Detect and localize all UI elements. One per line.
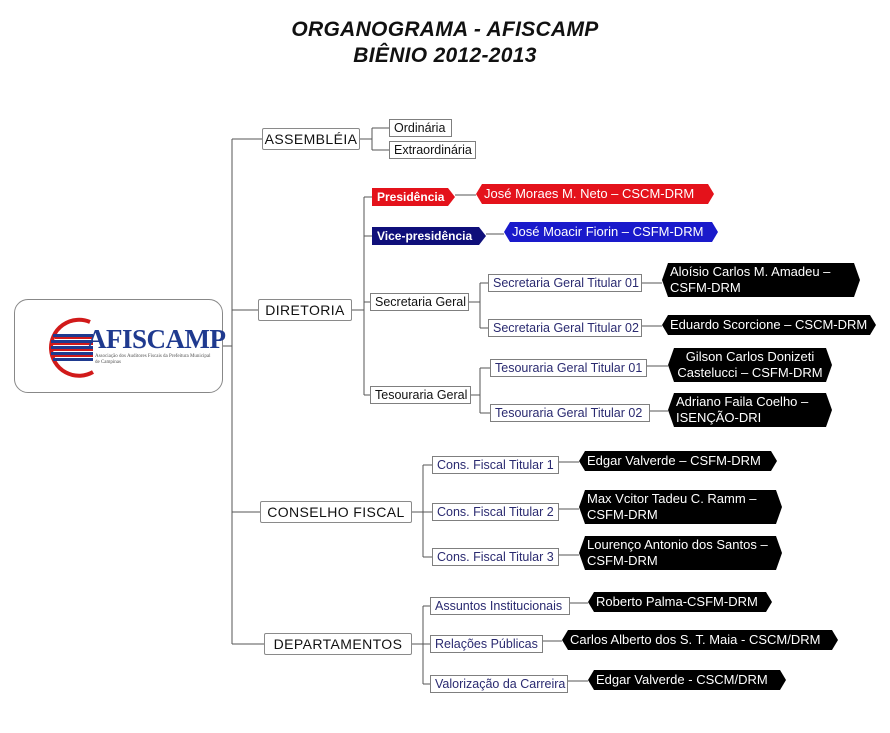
person-line1: Adriano Faila Coelho – <box>676 394 809 410</box>
secretaria-titular-02-person: Eduardo Scorcione – CSCM-DRM <box>662 315 876 335</box>
secretaria-titular-01-person: Aloísio Carlos M. Amadeu – CSFM-DRM <box>662 263 860 297</box>
relacoes-publicas-person: Carlos Alberto dos S. T. Maia - CSCM/DRM <box>562 630 838 650</box>
chart-title-line1: ORGANOGRAMA - AFISCAMP <box>291 18 599 41</box>
valorizacao-da-carreira: Valorização da Carreira <box>430 675 568 693</box>
extraordinaria-node: Extraordinária <box>389 141 476 159</box>
tesouraria-titular-02-person: Adriano Faila Coelho – ISENÇÃO-DRI <box>668 393 832 427</box>
cons-fiscal-titular-2-person: Max Vcitor Tadeu C. Ramm – CSFM-DRM <box>579 490 782 524</box>
tesouraria-geral-node: Tesouraria Geral <box>370 386 471 404</box>
logo-emblem-icon <box>49 317 94 378</box>
person-line2: CSFM-DRM <box>587 553 658 568</box>
person-line2: Castelucci – CSFM-DRM <box>677 365 823 380</box>
cons-fiscal-titular-2: Cons. Fiscal Titular 2 <box>432 503 559 521</box>
diretoria-node: DIRETORIA <box>258 299 352 321</box>
assuntos-institucionais: Assuntos Institucionais <box>430 597 570 615</box>
relacoes-publicas: Relações Públicas <box>430 635 543 653</box>
person-line1: Gilson Carlos Donizeti <box>685 349 815 365</box>
person-line1: Aloísio Carlos M. Amadeu – <box>670 264 831 280</box>
person-line2: ISENÇÃO-DRI <box>676 410 762 425</box>
cons-fiscal-titular-1-person: Edgar Valverde – CSFM-DRM <box>579 451 777 471</box>
secretaria-titular-01: Secretaria Geral Titular 01 <box>488 274 642 292</box>
tesouraria-titular-01-person: Gilson Carlos Donizeti Castelucci – CSFM… <box>668 348 832 382</box>
departamentos-node: DEPARTAMENTOS <box>264 633 412 655</box>
vice-presidencia-person: José Moacir Fiorin – CSFM-DRM <box>504 222 718 242</box>
valorizacao-da-carreira-person: Edgar Valverde - CSCM/DRM <box>588 670 786 690</box>
logo-subtitle: Associação dos Auditores Fiscais da Pref… <box>95 354 211 365</box>
secretaria-titular-02: Secretaria Geral Titular 02 <box>488 319 642 337</box>
person-line2: CSFM-DRM <box>670 280 741 295</box>
presidencia-person: José Moraes M. Neto – CSCM-DRM <box>476 184 714 204</box>
tesouraria-titular-01: Tesouraria Geral Titular 01 <box>490 359 647 377</box>
logo-name: AFISCAMP <box>87 324 226 354</box>
conselho-fiscal-node: CONSELHO FISCAL <box>260 501 412 523</box>
person-line2: CSFM-DRM <box>587 507 658 522</box>
secretaria-geral-node: Secretaria Geral <box>370 293 469 311</box>
cons-fiscal-titular-3: Cons. Fiscal Titular 3 <box>432 548 559 566</box>
person-line1: Max Vcitor Tadeu C. Ramm – <box>587 491 757 507</box>
vice-presidencia-header: Vice-presidência <box>372 227 486 245</box>
ordinaria-node: Ordinária <box>389 119 452 137</box>
cons-fiscal-titular-1: Cons. Fiscal Titular 1 <box>432 456 559 474</box>
afiscamp-logo: AFISCAMP Associação dos Auditores Fiscai… <box>14 299 226 393</box>
presidencia-header: Presidência <box>372 188 455 206</box>
assembleia-node: ASSEMBLÉIA <box>262 128 360 150</box>
tesouraria-titular-02: Tesouraria Geral Titular 02 <box>490 404 650 422</box>
person-line1: Lourenço Antonio dos Santos – <box>587 537 768 553</box>
assuntos-institucionais-person: Roberto Palma-CSFM-DRM <box>588 592 772 612</box>
cons-fiscal-titular-3-person: Lourenço Antonio dos Santos – CSFM-DRM <box>579 536 782 570</box>
chart-title-line2: BIÊNIO 2012-2013 <box>353 44 537 67</box>
